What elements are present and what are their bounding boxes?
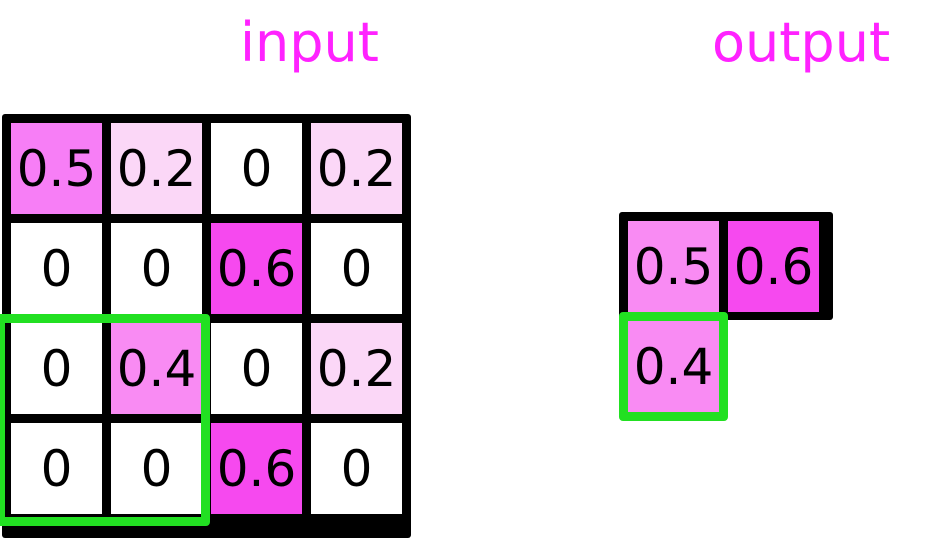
input-cell: 0.6	[211, 423, 302, 514]
input-cell: 0	[311, 423, 402, 514]
input-cell: 0	[111, 423, 202, 514]
input-cell: 0	[211, 323, 302, 414]
input-cell: 0	[311, 223, 402, 314]
input-cell: 0	[11, 323, 102, 414]
input-cell: 0.2	[111, 123, 202, 214]
input-cell: 0	[111, 223, 202, 314]
input-cell: 0.6	[211, 223, 302, 314]
output-cell: 0.6	[728, 221, 819, 312]
input-cell: 0.4	[111, 323, 202, 414]
input-cell: 0	[11, 423, 102, 514]
input-cell: 0.5	[11, 123, 102, 214]
input-cell: 0.2	[311, 323, 402, 414]
input-cell: 0.2	[311, 123, 402, 214]
output-title: output	[712, 11, 891, 74]
input-cell: 0	[211, 123, 302, 214]
output-cell: 0.4	[628, 321, 719, 412]
output-cell: 0.5	[628, 221, 719, 312]
input-cell: 0	[11, 223, 102, 314]
input-title: input	[240, 11, 379, 74]
